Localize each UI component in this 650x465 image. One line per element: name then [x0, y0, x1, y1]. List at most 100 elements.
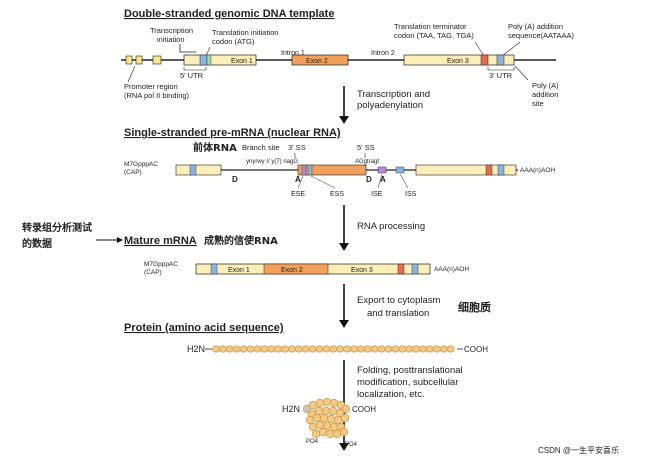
premrna-start-marker	[189, 164, 197, 176]
amino-acid-bead	[232, 345, 241, 353]
mature-exon-3-label: Exon 3	[351, 267, 373, 274]
ise-label: ISE	[371, 191, 383, 198]
utr5-bracket	[183, 67, 207, 71]
folded-bead	[328, 406, 338, 416]
amino-acid-bead	[363, 345, 372, 353]
ese-label: ESE	[291, 191, 305, 198]
amino-acid-bead	[350, 345, 358, 353]
amino-acid-bead	[225, 345, 234, 353]
folded-bead	[332, 429, 342, 439]
premrna-title: Single-stranded pre-mRNA (nuclear RNA)	[124, 127, 341, 139]
handwritten-transcriptome-1: 转录组分析测试	[22, 221, 92, 234]
amino-acid-bead	[301, 345, 310, 353]
promoter-box-3	[152, 55, 162, 65]
folded-bead	[302, 404, 312, 414]
ise-box	[377, 166, 387, 174]
folded-bead	[326, 414, 336, 424]
folded-bead	[308, 422, 318, 432]
d-label-1: D	[232, 175, 238, 184]
premrna-cap-2: (CAP)	[124, 169, 142, 176]
mature-exon-2	[263, 263, 329, 275]
transcription-start-arrow	[179, 44, 196, 53]
ise-pointer	[377, 173, 383, 189]
mature-start-marker	[210, 263, 218, 275]
amino-acid-bead	[274, 345, 282, 353]
phosphate-label-2: PO4	[345, 442, 358, 448]
amino-acid-bead	[267, 345, 276, 353]
iss-label: ISS	[405, 191, 417, 198]
premrna-stop-marker	[485, 164, 493, 176]
folded-bead	[329, 422, 339, 432]
amino-acid-chain	[212, 345, 455, 353]
step-export-1: Export to cytoplasm	[357, 295, 441, 306]
amino-acid-bead	[425, 345, 434, 353]
folded-bead	[311, 429, 321, 439]
a-label-2: A	[380, 175, 386, 184]
folded-bead	[315, 420, 325, 430]
ss5-label: 5' SS	[357, 143, 375, 152]
step-transcription-2: polyadenylation	[357, 100, 423, 111]
amino-acid-bead	[253, 345, 262, 353]
amino-acid-bead	[343, 345, 351, 353]
mature-exon-1-label: Exon 1	[228, 267, 250, 274]
amino-acid-bead	[315, 345, 324, 353]
amino-acid-bead	[432, 345, 441, 353]
amino-acid-bead	[218, 345, 227, 353]
polya-seq-label-1: Poly (A) addition	[508, 22, 563, 31]
utr3-label: 3' UTR	[489, 71, 513, 80]
polya-site-pointer	[514, 65, 529, 81]
promoter-label-2: (RNA pol II binding)	[124, 91, 190, 100]
translation-initiation-label-1: Translation initiation	[212, 28, 278, 37]
dna-exon-1-label: Exon 1	[231, 58, 253, 65]
csdn-watermark: CSDN @一生平安喜乐	[538, 445, 619, 455]
amino-acid-bead	[377, 345, 386, 353]
dna-stop-codon	[480, 54, 489, 66]
amino-acid-bead	[384, 345, 393, 353]
folded-bead	[341, 404, 351, 414]
folded-bead	[305, 415, 315, 425]
ese-pointer	[297, 175, 304, 189]
mature-title: Mature mRNA	[124, 235, 197, 247]
ess-box	[307, 164, 313, 176]
genomic-title: Double-stranded genomic DNA template	[124, 8, 334, 20]
amino-acid-bead	[446, 345, 455, 353]
promoter-box-2	[135, 55, 143, 65]
polya-site-label-2: addition	[532, 90, 558, 99]
branch-site-label: Branch site	[242, 143, 280, 152]
folded-bead	[333, 415, 343, 425]
mature-stop-marker	[397, 263, 405, 275]
amino-acid-bead	[419, 345, 427, 353]
folded-h2n: H2N	[282, 404, 300, 414]
promoter-pointer	[127, 65, 136, 83]
mature-polya-tail: AAA(n)AOH	[434, 266, 469, 273]
handwritten-precursor-rna: 前体RNA	[193, 141, 237, 154]
folded-protein	[302, 397, 351, 439]
a-label-1: A	[295, 175, 301, 184]
amino-acid-bead	[370, 345, 379, 353]
branch-seq-label: ynyrwy // y(7) nagG	[246, 159, 298, 165]
premrna-polya-marker	[497, 164, 505, 176]
arrow-2-head	[339, 243, 349, 251]
step-transcription-1: Transcription and	[357, 89, 430, 100]
intron-1-label: Intron 1	[281, 50, 305, 57]
mature-cap-1: M7GpppAC	[144, 261, 178, 268]
premrna-exon-2	[297, 164, 367, 176]
folded-bead	[308, 400, 318, 410]
promoter-label-1: Promoter region	[124, 82, 178, 91]
amino-acid-bead	[246, 345, 255, 353]
ess-pointer	[310, 175, 336, 189]
step-rna-processing: RNA processing	[357, 221, 425, 232]
promoter-box-1	[125, 55, 133, 65]
folded-bead	[329, 398, 339, 408]
folded-bead	[318, 427, 328, 437]
amino-acid-bead	[412, 345, 420, 353]
polya-seq-label-2: sequence(AATAAA)	[508, 31, 575, 40]
utr3-bracket	[487, 67, 515, 71]
folded-bead	[315, 398, 325, 408]
folded-bead	[321, 406, 331, 416]
amino-acid-bead	[294, 345, 303, 353]
mature-cap-2: (CAP)	[144, 269, 162, 276]
phosphate-label-1: PO4	[306, 439, 319, 445]
